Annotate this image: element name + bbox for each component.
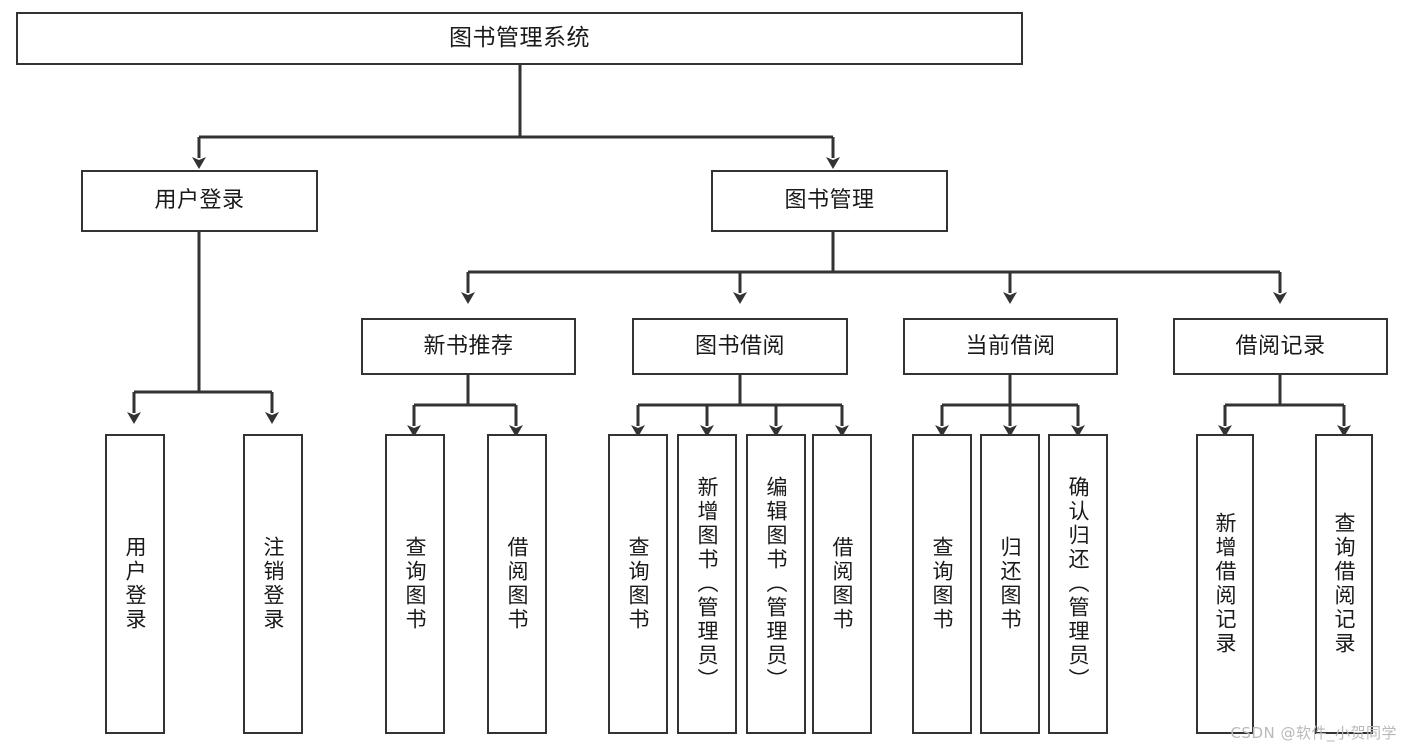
node-current-borrow[interactable]: 当前借阅 xyxy=(903,318,1118,375)
node-label: 图书借阅 xyxy=(694,333,785,359)
node-label: 归还图书 xyxy=(998,536,1023,632)
node-label: 当前借阅 xyxy=(965,333,1056,359)
node-label: 新书推荐 xyxy=(423,333,514,359)
node-leaf-confirm-return-admin[interactable]: 确认归还（管理员） xyxy=(1048,434,1108,734)
node-label: 新增图书（管理员） xyxy=(695,476,720,692)
node-leaf-query-book-new[interactable]: 查询图书 xyxy=(385,434,445,734)
node-label: 用户登录 xyxy=(154,188,245,214)
node-label: 图书管理系统 xyxy=(449,24,590,51)
node-label: 查询图书 xyxy=(403,536,428,632)
node-new-book-recommend[interactable]: 新书推荐 xyxy=(361,318,576,375)
node-book-management[interactable]: 图书管理 xyxy=(711,170,948,232)
watermark-text: CSDN @软件_小贺同学 xyxy=(1230,724,1397,742)
node-leaf-query-book-current[interactable]: 查询图书 xyxy=(912,434,972,734)
node-label: 注销登录 xyxy=(261,536,286,632)
node-leaf-edit-book-admin[interactable]: 编辑图书（管理员） xyxy=(746,434,806,734)
node-borrow-record[interactable]: 借阅记录 xyxy=(1173,318,1388,375)
node-label: 查询图书 xyxy=(930,536,955,632)
node-label: 借阅图书 xyxy=(505,536,530,632)
node-label: 图书管理 xyxy=(784,188,875,214)
node-leaf-borrow-book-new[interactable]: 借阅图书 xyxy=(487,434,547,734)
node-leaf-query-borrow-record[interactable]: 查询借阅记录 xyxy=(1315,434,1373,734)
node-label: 确认归还（管理员） xyxy=(1066,476,1091,692)
node-leaf-user-login[interactable]: 用户登录 xyxy=(105,434,165,734)
node-leaf-logout[interactable]: 注销登录 xyxy=(243,434,303,734)
node-label: 编辑图书（管理员） xyxy=(764,476,789,692)
node-label: 查询借阅记录 xyxy=(1332,512,1357,656)
node-label: 查询图书 xyxy=(626,536,651,632)
node-label: 用户登录 xyxy=(123,536,148,632)
node-leaf-add-borrow-record[interactable]: 新增借阅记录 xyxy=(1196,434,1254,734)
node-root-system[interactable]: 图书管理系统 xyxy=(16,12,1023,65)
node-label: 借阅记录 xyxy=(1235,333,1326,359)
node-user-login[interactable]: 用户登录 xyxy=(81,170,318,232)
node-leaf-borrow-book[interactable]: 借阅图书 xyxy=(812,434,872,734)
node-label: 借阅图书 xyxy=(830,536,855,632)
node-leaf-add-book-admin[interactable]: 新增图书（管理员） xyxy=(677,434,737,734)
node-leaf-return-book[interactable]: 归还图书 xyxy=(980,434,1040,734)
node-book-borrow[interactable]: 图书借阅 xyxy=(632,318,848,375)
node-label: 新增借阅记录 xyxy=(1213,512,1238,656)
node-leaf-query-book-borrow[interactable]: 查询图书 xyxy=(608,434,668,734)
